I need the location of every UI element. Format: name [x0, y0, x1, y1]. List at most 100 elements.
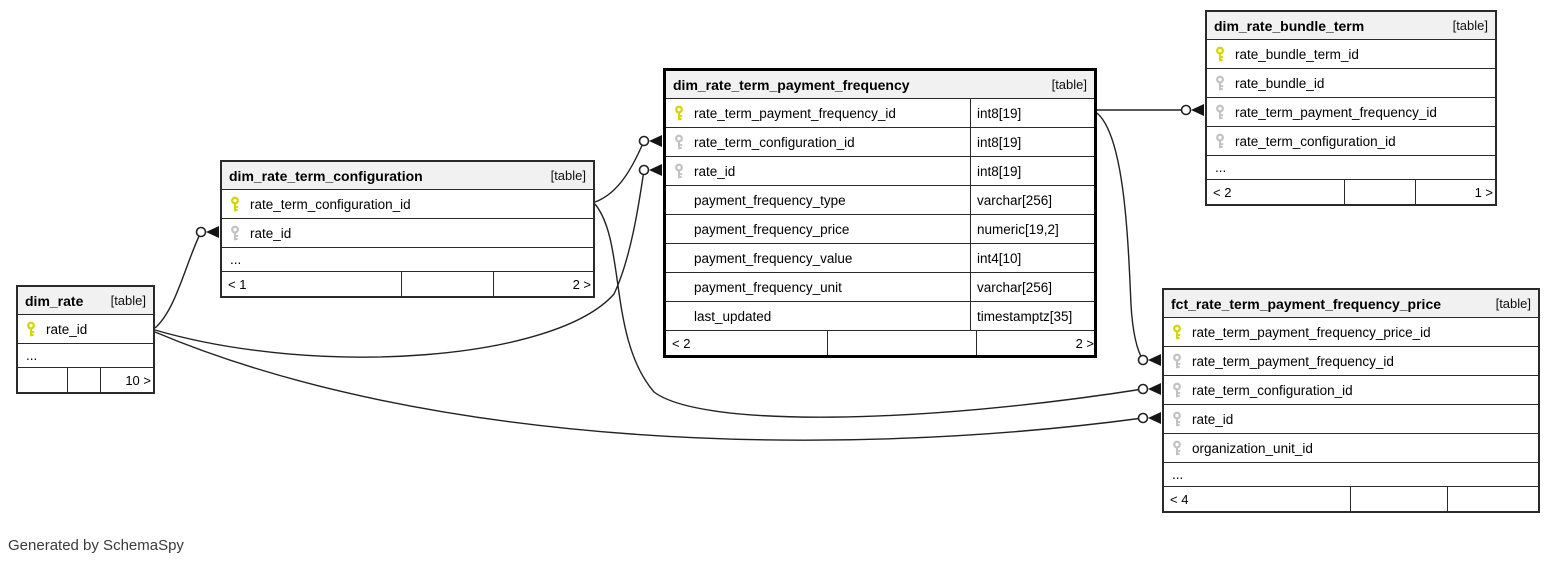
- column-row-last_updated: last_updated timestamptz[35]: [666, 302, 1094, 331]
- table-tag: [table]: [1452, 18, 1488, 33]
- column-name: rate_bundle_id: [1235, 75, 1325, 91]
- ellipsis-row: ...: [1164, 463, 1538, 487]
- footer-cell-left: < 2: [1213, 184, 1232, 200]
- column-type: int8[19]: [970, 128, 1094, 156]
- table-header[interactable]: dim_rate_bundle_term [table]: [1207, 12, 1495, 40]
- column-name: rate_term_configuration_id: [694, 134, 855, 150]
- table-tag: [table]: [550, 168, 586, 183]
- column-name: rate_term_payment_frequency_id: [1235, 104, 1437, 120]
- foreign-key-icon: [229, 225, 241, 242]
- column-name: last_updated: [694, 308, 772, 324]
- foreign-key-icon: [1214, 75, 1226, 92]
- column-row-rate_id: rate_id: [222, 219, 593, 248]
- table-dim_rate_bundle_term[interactable]: dim_rate_bundle_term [table] rate_bundle_t…: [1205, 10, 1497, 206]
- table-name: dim_rate: [25, 292, 84, 309]
- no-key-spacer: [673, 308, 685, 325]
- column-name: payment_frequency_type: [694, 192, 846, 208]
- column-name: rate_id: [1192, 411, 1234, 427]
- table-name: dim_rate_bundle_term: [1214, 17, 1365, 34]
- column-name: payment_frequency_price: [694, 221, 850, 237]
- wire-dim_rate-to-fct_price: [154, 331, 1144, 441]
- primary-key-icon: [25, 321, 37, 338]
- footer-cell-left: < 2: [672, 335, 691, 351]
- column-name: rate_id: [250, 225, 292, 241]
- footer-cell-mid: [67, 368, 100, 392]
- table-name: fct_rate_term_payment_frequency_price: [1171, 295, 1442, 312]
- column-row-rate_term_configuration_id: rate_term_configuration_id: [1207, 127, 1495, 156]
- table-dim_rate_term_payment_frequency[interactable]: dim_rate_term_payment_frequency[table]ra…: [663, 68, 1097, 358]
- column-type: int4[10]: [970, 244, 1094, 272]
- table-header[interactable]: dim_rate_term_payment_frequency[table]: [666, 71, 1094, 99]
- footer-cell-right: 2 >: [976, 331, 1094, 355]
- fk-marker-frequency-rate_id: [638, 164, 662, 176]
- table-header[interactable]: dim_rate [table]: [18, 287, 153, 315]
- footer-cell-mid: [1344, 180, 1415, 204]
- column-type: int8[19]: [970, 99, 1094, 127]
- table-footer: < 2 1 >: [1207, 180, 1495, 204]
- table-tag: [table]: [1051, 77, 1087, 92]
- column-row-rate_term_payment_frequency_id: rate_term_payment_frequency_id int8[19]: [666, 99, 1094, 128]
- column-name: rate_bundle_term_id: [1235, 46, 1359, 62]
- column-name: rate_term_payment_frequency_id: [694, 105, 896, 121]
- column-name: rate_term_configuration_id: [250, 196, 411, 212]
- ellipsis: ...: [1215, 160, 1227, 175]
- column-type: varchar[256]: [970, 186, 1094, 214]
- column-row-rate_term_payment_frequency_price_id: rate_term_payment_frequency_price_id: [1164, 318, 1538, 347]
- column-name: rate_id: [694, 163, 736, 179]
- no-key-spacer: [673, 192, 685, 209]
- foreign-key-icon: [1171, 411, 1183, 428]
- foreign-key-icon: [673, 163, 685, 180]
- footer-cell-right: 2 >: [493, 272, 593, 296]
- table-dim_rate[interactable]: dim_rate[table]rate_id...10 >: [16, 285, 155, 394]
- column-row-rate_term_configuration_id: rate_term_configuration_id int8[19]: [666, 128, 1094, 157]
- ellipsis: ...: [230, 252, 242, 267]
- no-key-spacer: [673, 250, 685, 267]
- column-name: rate_id: [46, 321, 88, 337]
- table-header[interactable]: fct_rate_term_payment_frequency_price [ta…: [1164, 290, 1538, 318]
- column-type: varchar[256]: [970, 273, 1094, 301]
- footer-cell-left: < 1: [228, 276, 247, 292]
- primary-key-icon: [1214, 46, 1226, 63]
- table-footer: < 4: [1164, 487, 1538, 511]
- column-row-rate_bundle_term_id: rate_bundle_term_id: [1207, 40, 1495, 69]
- column-name: rate_term_payment_frequency_id: [1192, 353, 1394, 369]
- table-name: dim_rate_term_configuration: [229, 167, 423, 184]
- footer-cell-right: 10 >: [100, 368, 153, 392]
- column-type: timestamptz[35]: [970, 302, 1094, 330]
- table-footer: < 1 2 >: [222, 272, 593, 296]
- table-header[interactable]: dim_rate_term_configuration [table]: [222, 162, 593, 190]
- fk-marker-bundle_term-rate_term_payment_frequency_id: [1180, 104, 1204, 116]
- fk-marker-fct-rate_term_payment_frequency_id: [1137, 354, 1161, 366]
- primary-key-icon: [673, 105, 685, 122]
- footer-cell-right: 1 >: [1415, 180, 1495, 204]
- ellipsis-row: ...: [1207, 156, 1495, 180]
- table-dim_rate_term_configuration[interactable]: dim_rate_term_configuration [table] rate_t…: [220, 160, 595, 298]
- column-row-organization_unit_id: organization_unit_id: [1164, 434, 1538, 463]
- column-row-payment_frequency_unit: payment_frequency_unit varchar[256]: [666, 273, 1094, 302]
- ellipsis: ...: [1172, 467, 1184, 482]
- fk-marker-configuration-rate_id: [195, 226, 219, 238]
- table-footer: < 2 2 >: [666, 331, 1094, 355]
- foreign-key-icon: [673, 134, 685, 151]
- column-row-rate_term_configuration_id: rate_term_configuration_id: [222, 190, 593, 219]
- column-row-rate_id: rate_id: [1164, 405, 1538, 434]
- table-tag: [table]: [110, 293, 146, 308]
- table-tag: [table]: [1495, 296, 1531, 311]
- primary-key-icon: [229, 196, 241, 213]
- table-fct_rate_term_payment_frequency_price[interactable]: fct_rate_term_payment_frequency_price [ta…: [1162, 288, 1540, 513]
- table-footer: 10 >: [18, 368, 153, 392]
- foreign-key-icon: [1214, 104, 1226, 121]
- column-name: organization_unit_id: [1192, 440, 1313, 456]
- foreign-key-icon: [1171, 353, 1183, 370]
- column-row-rate_term_payment_frequency_id: rate_term_payment_frequency_id: [1164, 347, 1538, 376]
- wire-dim_rate-to-dim_rate_term_configuration: [154, 231, 202, 329]
- column-row-payment_frequency_type: payment_frequency_type varchar[256]: [666, 186, 1094, 215]
- column-name: rate_term_configuration_id: [1192, 382, 1353, 398]
- column-name: payment_frequency_unit: [694, 279, 842, 295]
- wire-configuration-to-fct_price: [594, 203, 1144, 418]
- primary-key-icon: [1171, 324, 1183, 341]
